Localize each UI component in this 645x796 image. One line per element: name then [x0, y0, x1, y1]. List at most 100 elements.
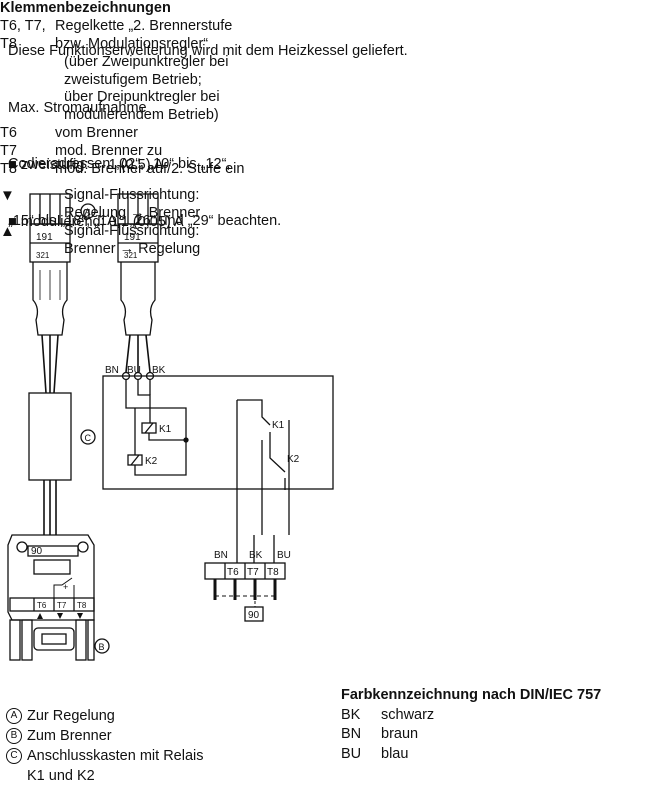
box-90-right: 90 — [248, 610, 260, 621]
terminal-legend: Klemmenbezeichnungen T6, T7, Regelkette „… — [0, 0, 645, 258]
callout-row: A Zur Regelung — [6, 706, 204, 726]
relay-box-housing — [28, 392, 72, 481]
wire-bu-label: BU — [127, 365, 141, 376]
legend-row: (über Zweipunktregler bei — [0, 54, 645, 72]
relay-box — [102, 375, 334, 490]
terminal-t7: T7 — [247, 567, 259, 578]
plug-a-label: 191 — [36, 232, 53, 243]
intro-line: ■ zweistufig: 1 (0,5) A — [8, 157, 164, 173]
callout-row: C Anschlusskasten mit Relais — [6, 746, 204, 766]
arrow-down-icon — [77, 613, 83, 619]
term-wire-bk: BK — [249, 550, 263, 561]
term-wire-bn: BN — [214, 550, 228, 561]
plug-right — [117, 193, 159, 336]
plug-a-pins: 321 — [36, 251, 50, 260]
legend-key: T6 — [0, 125, 17, 142]
intro-text: Diese Funktionserweiterung wird mit dem … — [8, 4, 408, 251]
legend-value: Regelkette „2. Brennerstufe — [55, 17, 233, 34]
codes-line: Codieradressen „02“, „10“ bis „12“, — [8, 156, 231, 172]
plug-right-label: 191 — [124, 232, 141, 243]
plug-right-pins: 321 — [124, 251, 138, 260]
terminal-t6: T6 — [227, 567, 239, 578]
coding-addresses-note: Codieradressen „02“, „10“ bis „12“, „15“… — [8, 117, 281, 250]
contact-k2-label: K2 — [287, 454, 300, 465]
color-name: blau — [381, 745, 409, 762]
legend-key: T7 — [0, 143, 17, 160]
legend-row: T7 mod. Brenner zu — [0, 143, 645, 161]
color-code: BK — [341, 706, 361, 723]
arrow-up-icon: ▲ — [0, 222, 15, 240]
legend-value: Brenner → Regelung — [64, 240, 201, 257]
legend-row: zweistufigem Betrieb; — [0, 72, 645, 90]
legend-row: T8 bzw. Modulationsregler“ — [0, 36, 645, 54]
legend-row: T6, T7, Regelkette „2. Brennerstufe — [0, 18, 645, 36]
color-coding: Farbkennzeichnung nach DIN/IEC 757 BK sch… — [341, 686, 641, 764]
intro-line: ■ modulierend: 0,1 (0,05) A — [8, 214, 184, 230]
color-row: BK schwarz — [341, 706, 641, 726]
color-code: BN — [341, 726, 362, 742]
terminal-legend-title: Klemmenbezeichnungen — [0, 0, 171, 16]
relay-k2-label: K2 — [145, 456, 158, 467]
plug-b-t6: T6 — [37, 601, 47, 610]
legend-row: T8 mod. Brenner auf/2. Stufe ein — [0, 161, 645, 179]
legend-row: modulierendem Betrieb) — [0, 107, 645, 125]
contact-k1-label: K1 — [272, 420, 285, 431]
color-row: BU blau — [341, 745, 641, 765]
callout-c-letter: C — [85, 433, 92, 443]
callout-symbol: A — [6, 708, 22, 725]
callout-b-letter: B — [99, 642, 105, 652]
color-row: BN braun — [341, 725, 641, 745]
callout-text: K1 und K2 — [27, 768, 95, 784]
color-name: braun — [381, 726, 419, 742]
legend-row: Brenner → Regelung — [0, 241, 645, 259]
callout-symbol: B — [6, 728, 22, 745]
legend-value: mod. Brenner zu — [55, 143, 163, 160]
callout-legend: A Zur Regelung B Zum Brenner C Anschlusskas… — [6, 706, 204, 786]
color-code: BU — [341, 745, 362, 762]
callout-c-circle — [80, 429, 96, 445]
legend-value: vom Brenner — [55, 125, 139, 142]
arrow-down-icon — [57, 613, 63, 619]
callout-row: B Zum Brenner — [6, 726, 204, 746]
legend-row: T6 vom Brenner — [0, 125, 645, 143]
callout-a-letter: A — [85, 207, 91, 217]
legend-value: mod. Brenner auf/2. Stufe ein — [55, 161, 245, 178]
box-90-left: 90 — [31, 546, 43, 557]
color-coding-title: Farbkennzeichnung nach DIN/IEC 757 — [341, 687, 602, 703]
terminal-t8: T8 — [267, 567, 279, 578]
callout-text: Zur Regelung — [27, 708, 115, 724]
legend-value: Signal-Flussrichtung: — [64, 222, 200, 239]
arrow-up-icon — [37, 613, 43, 619]
legend-row: über Dreipunktregler bei — [0, 89, 645, 107]
relay-k1-label: K1 — [159, 424, 172, 435]
legend-value: modulierendem Betrieb) — [64, 107, 219, 124]
term-wire-bu: BU — [277, 550, 291, 561]
wire-bk-label: BK — [152, 365, 166, 376]
codes-line: „15“ bis „18“, „1A“, „26“ und „29“ beach… — [8, 213, 282, 229]
legend-row: ▲ Signal-Flussrichtung: — [0, 223, 645, 241]
arrow-down-icon: ▼ — [0, 186, 15, 204]
legend-row: Regelung → Brenner — [0, 205, 645, 223]
callout-symbol: C — [6, 748, 22, 765]
plug-b — [7, 534, 95, 661]
legend-key: T6, T7, — [0, 17, 46, 34]
legend-value: bzw. Modulationsregler“ — [55, 35, 209, 52]
callout-a-circle — [80, 203, 96, 219]
legend-row: ▼ Signal-Flussrichtung: — [0, 187, 645, 205]
legend-value: zweistufigem Betrieb; — [64, 71, 202, 88]
legend-key: T8 — [0, 35, 17, 52]
wire-bn-label: BN — [105, 365, 119, 376]
plug-b-plus: + — [63, 582, 68, 592]
intro-line: Max. Stromaufnahme — [8, 100, 147, 116]
callout-b-circle — [94, 638, 110, 654]
legend-key: T8 — [0, 161, 17, 178]
callout-text: Zum Brenner — [27, 728, 112, 744]
callout-text: Anschlusskasten mit Relais — [27, 748, 204, 764]
plug-b-t8: T8 — [77, 601, 87, 610]
intro-line: Diese Funktionserweiterung wird mit dem … — [8, 43, 408, 59]
legend-value: Signal-Flussrichtung: — [64, 186, 200, 203]
legend-value: Regelung → Brenner — [64, 204, 201, 221]
color-name: schwarz — [381, 706, 435, 723]
plug-b-t7: T7 — [57, 601, 67, 610]
